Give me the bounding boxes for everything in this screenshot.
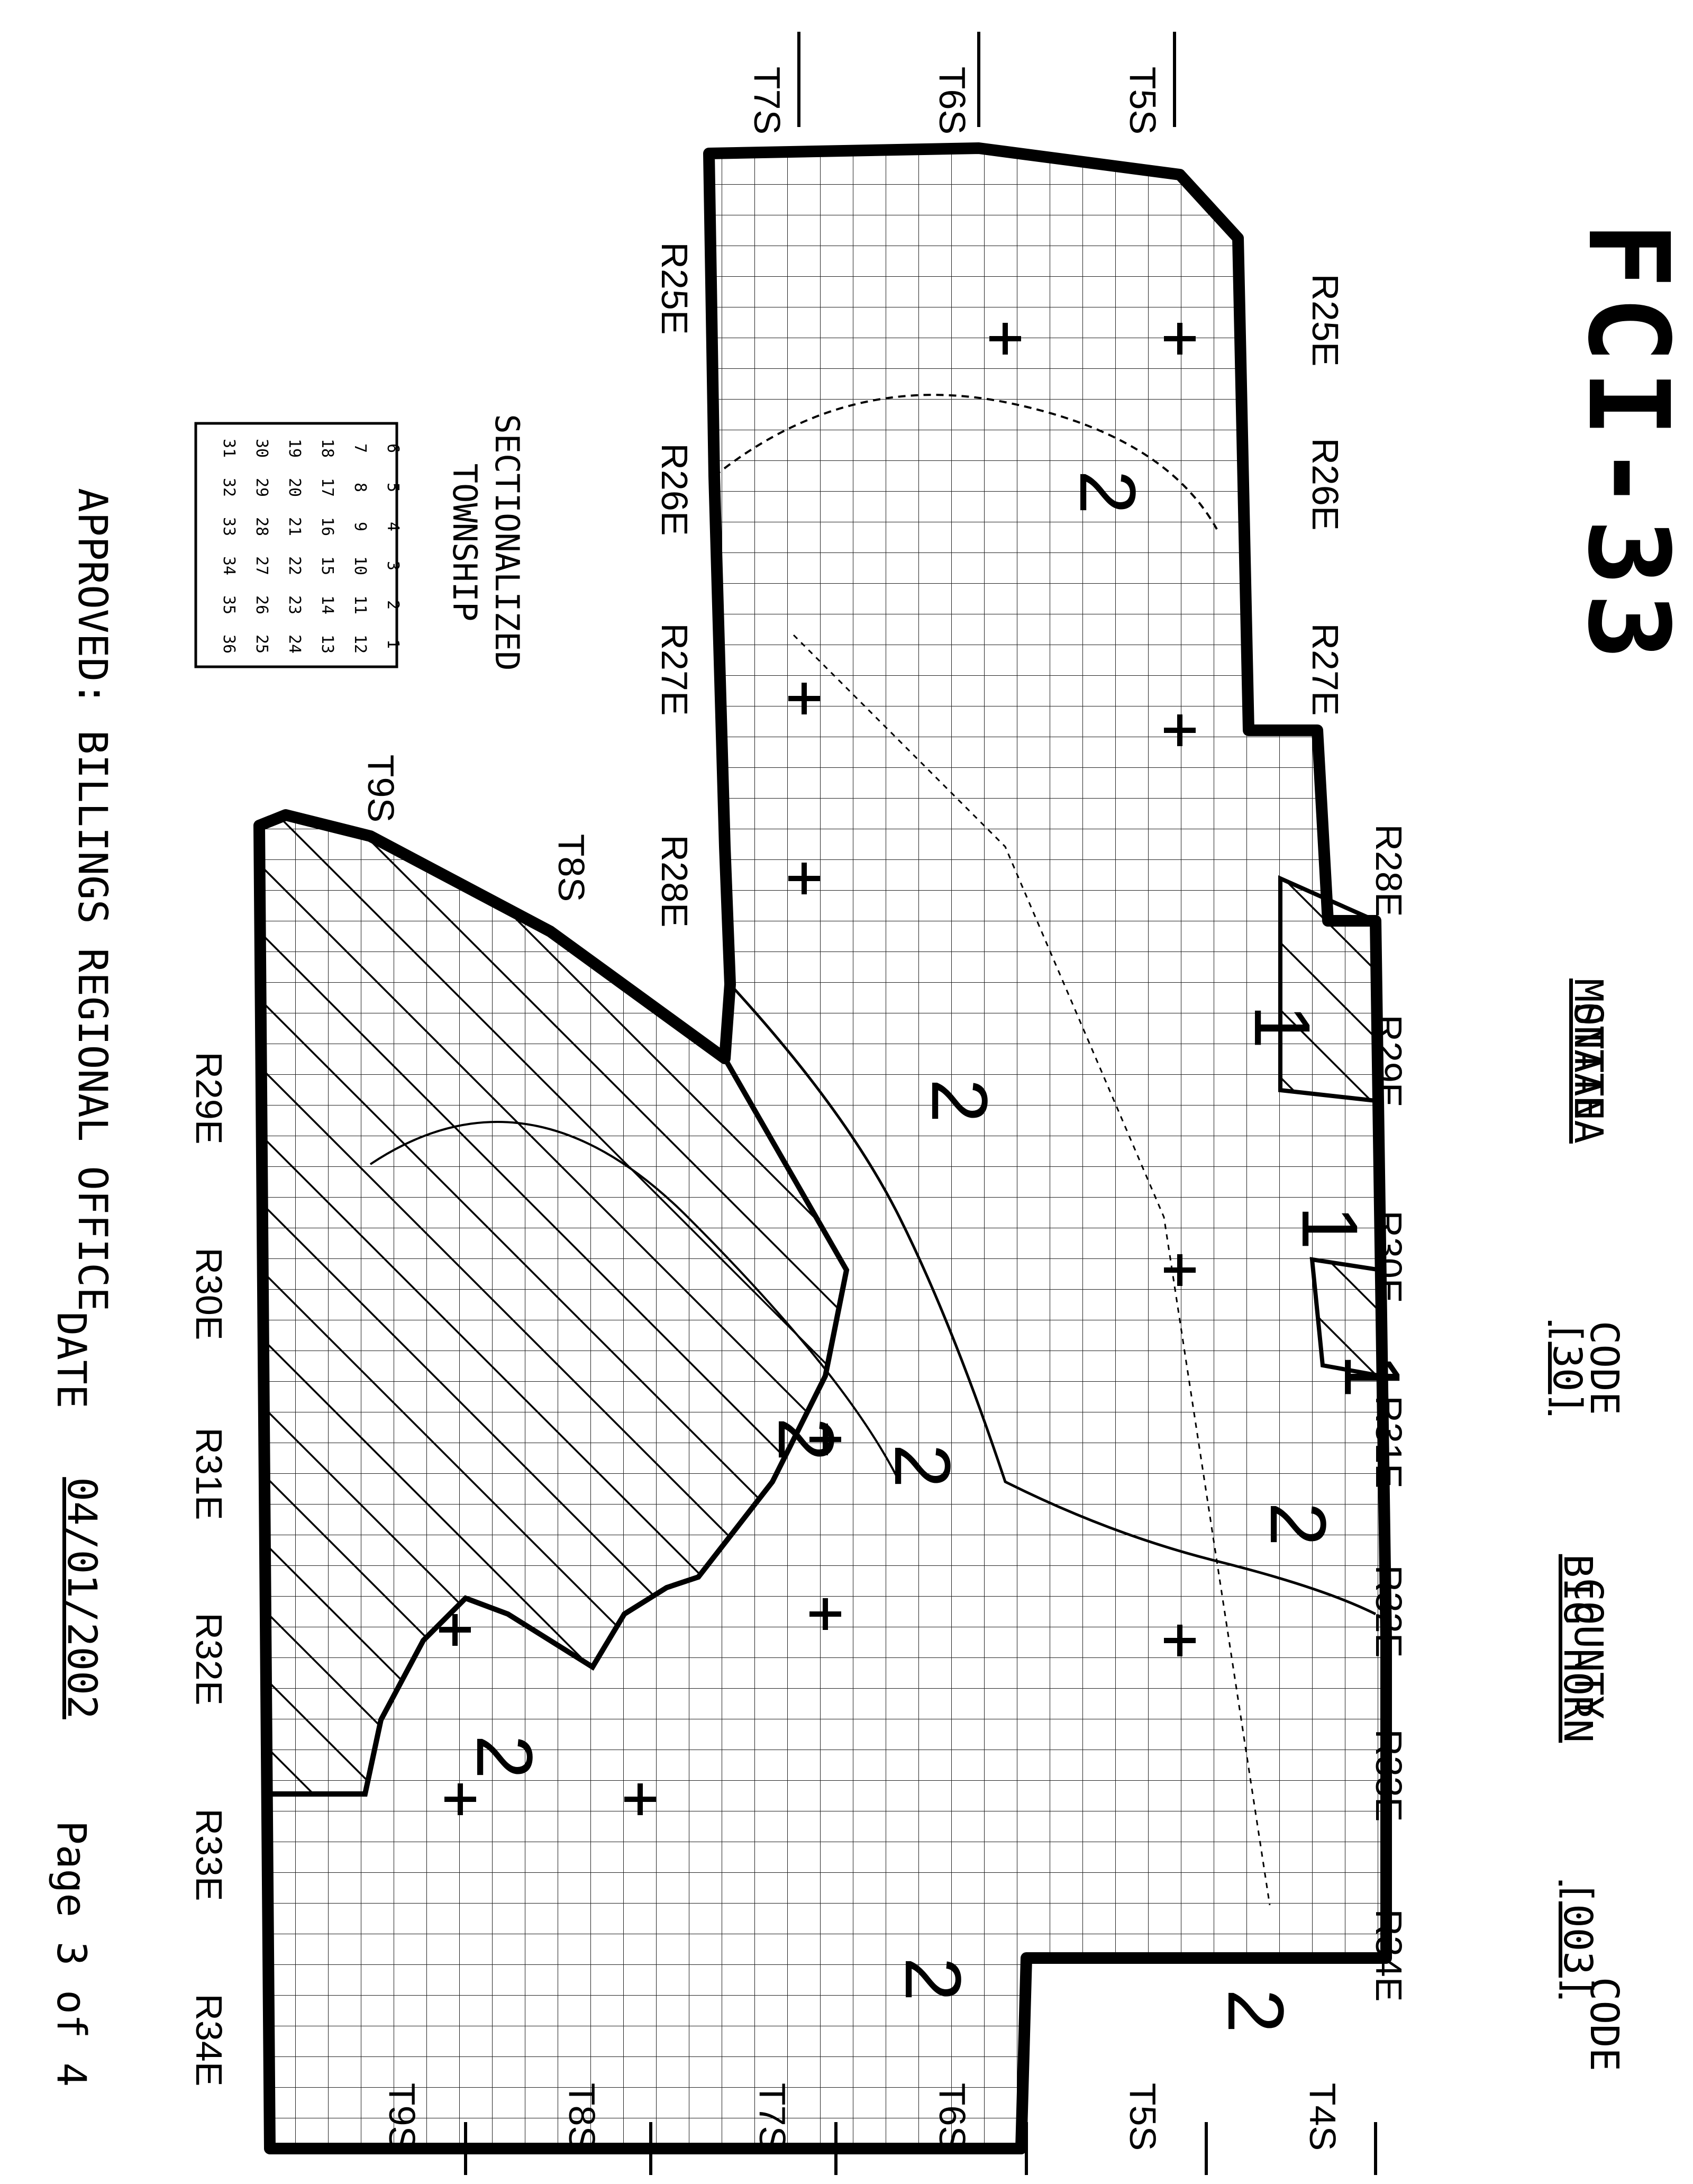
legend-cell: 10: [351, 556, 369, 576]
zone-label: 2: [878, 1444, 967, 1488]
range-label-bottom: R27E: [654, 623, 695, 716]
legend-cell: 5: [384, 482, 402, 493]
legend-cell: 31: [220, 438, 238, 458]
legend-cell: 23: [285, 595, 304, 615]
range-label-top: R26E: [1305, 438, 1346, 531]
zone-label: 2: [460, 1735, 549, 1779]
township-label: T6S: [932, 66, 973, 135]
township-label: T7S: [747, 66, 788, 135]
legend-cell: 27: [252, 556, 271, 576]
legend-cell: 14: [318, 595, 336, 615]
range-label-top: R28E: [1368, 824, 1409, 917]
range-label-top: R25E: [1305, 274, 1346, 367]
range-label-top: R34E: [1368, 1909, 1409, 2002]
legend-cell: 20: [285, 477, 304, 497]
township-label: T9S: [381, 2082, 423, 2151]
township-label: T6S: [932, 2082, 973, 2151]
legend-cell: 16: [318, 516, 336, 537]
township-label: T8S: [551, 833, 592, 902]
township-label: T9S: [360, 754, 402, 823]
legend-cell: 24: [285, 634, 304, 654]
approval-text: APPROVED: BILLINGS REGIONAL OFFICE: [69, 488, 116, 1311]
state-code-label: CODE: [1581, 1320, 1627, 1416]
range-label-bottom: R26E: [654, 443, 695, 536]
road-2: [369, 1121, 900, 1482]
range-label-bottom: R32E: [188, 1612, 230, 1706]
legend-cell: 17: [318, 477, 336, 497]
legend-cell: 30: [252, 438, 271, 458]
legend-cell: 15: [318, 556, 336, 576]
range-ticks: [464, 32, 1377, 2175]
range-label-bottom: R33E: [188, 1808, 230, 1901]
date-value-text: 04/01/2002: [59, 1477, 106, 1719]
legend-cell: 4: [384, 521, 402, 532]
page-number: Page 3 of 4: [48, 1820, 95, 2087]
range-label-top: R27E: [1305, 623, 1346, 716]
road-3: [793, 634, 1271, 1906]
legend-cell: 22: [285, 556, 304, 576]
township-label: T5S: [1122, 2082, 1163, 2151]
zone-label: 1: [1328, 1354, 1417, 1398]
legend-cell: 33: [220, 516, 238, 537]
date-label: DATE: [48, 1311, 95, 1409]
legend-cell: 36: [220, 634, 238, 654]
county-label: COUNTY: [1565, 1578, 1611, 1719]
section-markers: [439, 323, 1196, 1815]
legend-cell: 12: [351, 634, 369, 654]
range-label-bottom: R31E: [188, 1427, 230, 1520]
legend-cell: 9: [351, 521, 369, 532]
road: [713, 394, 1218, 530]
range-label-bottom: R30E: [188, 1247, 230, 1340]
range-label-bottom: R29E: [188, 1052, 230, 1145]
legend-cell: 18: [318, 438, 336, 458]
zone-label: 2: [762, 1417, 851, 1462]
river: [729, 983, 1377, 1616]
zone-label: 2: [889, 1957, 978, 2001]
legend-cell: 6: [384, 443, 402, 454]
range-label-top: R32E: [1368, 1565, 1409, 1658]
zone-label: 2: [1212, 1989, 1300, 2033]
date-value: 04/01/2002: [53, 1466, 106, 1730]
legend-cell: 25: [252, 634, 271, 654]
township-label: T7S: [752, 2082, 793, 2151]
range-label-top: R29E: [1368, 1014, 1409, 1108]
state-label: STATE: [1565, 1002, 1611, 1120]
township-label: T8S: [561, 2082, 603, 2151]
range-label-bottom: R25E: [654, 242, 695, 335]
map-title: FCI-33: [1563, 221, 1693, 668]
legend-cell: 21: [285, 516, 304, 537]
legend-cell: 8: [351, 482, 369, 493]
zone-label: 2: [915, 1079, 1004, 1123]
county-boundary: [253, 142, 1392, 2154]
legend-cell: 13: [318, 634, 336, 654]
legend-cell: 19: [285, 438, 304, 458]
township-label: T4S: [1302, 2082, 1343, 2151]
zone-label: 1: [1286, 1206, 1375, 1250]
legend-cell: 11: [351, 595, 369, 615]
legend-cell: 3: [384, 560, 402, 571]
zone-label: 1: [1238, 1004, 1327, 1049]
legend-cell: 35: [220, 595, 238, 615]
legend-cell: 1: [384, 639, 402, 649]
legend-cell: 2: [384, 600, 402, 610]
range-label-bottom: R28E: [654, 835, 695, 928]
legend-cell: 26: [252, 595, 271, 615]
township-label: T5S: [1122, 66, 1163, 135]
county-code-label: CODE: [1581, 1977, 1627, 2072]
legend-cell: 7: [351, 443, 369, 454]
legend-cell: 29: [252, 477, 271, 497]
zone-label: 2: [1254, 1502, 1343, 1546]
legend-grid: [194, 422, 398, 668]
legend-cell: 34: [220, 556, 238, 576]
range-label-bottom: R34E: [188, 1993, 230, 2087]
legend-title-1: SECTIONALIZED: [488, 414, 526, 671]
legend-cell: 28: [252, 516, 271, 537]
legend-title-2: TOWNSHIP: [445, 463, 484, 622]
zone-label: 2: [1063, 470, 1152, 514]
range-label-top: R33E: [1368, 1729, 1409, 1822]
legend-cell: 32: [220, 477, 238, 497]
